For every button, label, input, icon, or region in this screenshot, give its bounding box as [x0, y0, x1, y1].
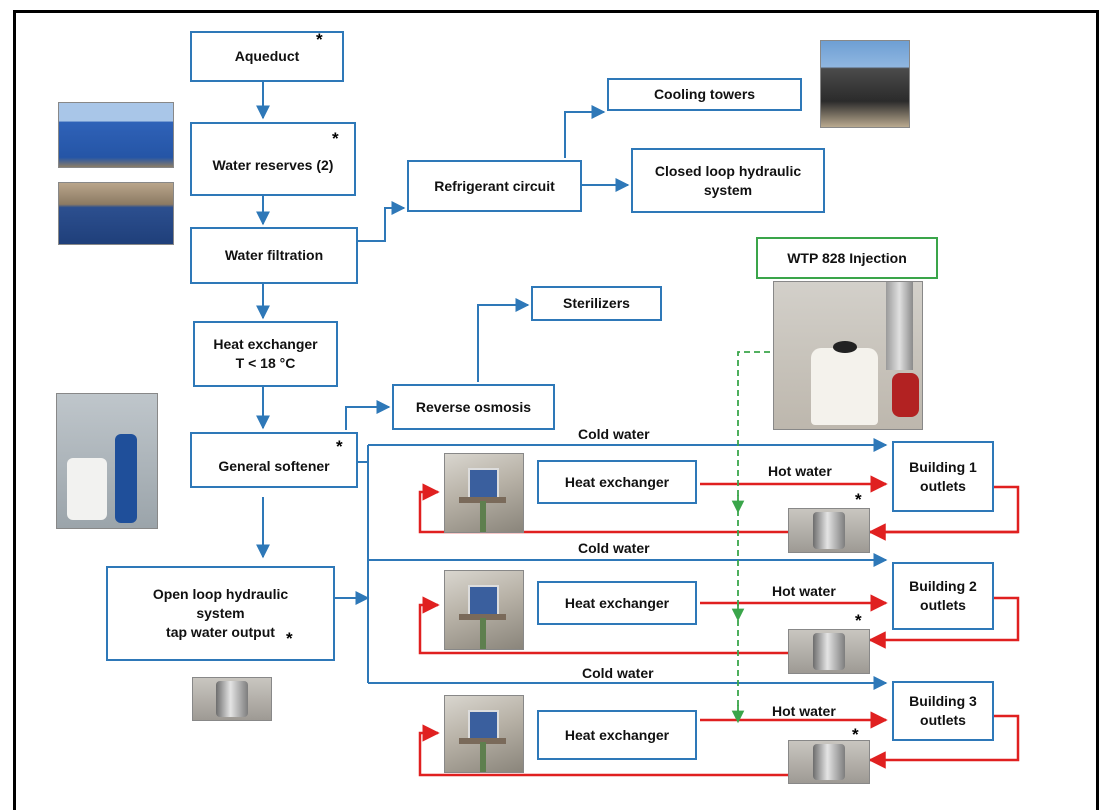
- heat-exchanger-1-label: Heat exchanger: [564, 473, 670, 490]
- return-loop-2: [868, 596, 1020, 649]
- heat-exchanger-3-box: Heat exchanger: [537, 710, 697, 760]
- heat-exchanger-1-box: Heat exchanger: [537, 460, 697, 504]
- building-2-tap-photo: [788, 629, 870, 674]
- injection-line: [737, 351, 770, 720]
- cooling-towers-box: Cooling towers: [607, 78, 802, 111]
- arrow-refrigerant-to-cooling-towers: [564, 105, 606, 158]
- heat-exchanger-2-photo: [444, 570, 524, 650]
- cold-water-label-1: Cold water: [578, 426, 650, 442]
- heat-exchanger-temperature-label: T < 18 °C: [235, 355, 296, 371]
- heat-exchanger-1-photo: [444, 453, 524, 533]
- softener-photo: [56, 393, 158, 529]
- building-1-box: Building 1 outlets: [892, 441, 994, 512]
- general-softener-box: General softener: [190, 432, 358, 488]
- refrigerant-circuit-box: Refrigerant circuit: [407, 160, 582, 212]
- building-3-box: Building 3 outlets: [892, 681, 994, 741]
- aqueduct-box: Aqueduct: [190, 31, 344, 82]
- asterisk-general-softener: *: [336, 437, 343, 456]
- asterisk-aqueduct: *: [316, 30, 323, 49]
- open-loop-label-1: Open loop hydraulic: [152, 586, 289, 603]
- return-loop-3: [868, 714, 1020, 769]
- closed-loop-box: Closed loop hydraulic system: [631, 148, 825, 213]
- reverse-osmosis-box: Reverse osmosis: [392, 384, 555, 430]
- cooling-tower-photo: [820, 40, 910, 128]
- wtp-injection-photo: [773, 281, 923, 430]
- closed-loop-label-2: system: [703, 181, 753, 198]
- arrow-reverse-osmosis-to-sterilizers: [477, 298, 530, 382]
- hot-water-label-3: Hot water: [772, 703, 836, 719]
- building-1-outlets-label: outlets: [920, 477, 966, 494]
- building-1-tap-photo: [788, 508, 870, 553]
- open-loop-tap-photo: [192, 677, 272, 721]
- wtp-injection-label: WTP 828 Injection: [787, 249, 907, 266]
- arrow-filtration-to-refrigerant: [358, 201, 406, 242]
- return-loop-2b: [418, 596, 788, 655]
- cooling-towers-label: Cooling towers: [653, 86, 756, 103]
- open-loop-label-2: system: [196, 605, 245, 622]
- heat-exchanger-main-label: Heat exchanger: [213, 336, 318, 353]
- hot-water-label-1: Hot water: [768, 463, 832, 479]
- water-reserves-box: Water reserves (2): [190, 122, 356, 196]
- heat-exchanger-3-photo: [444, 695, 524, 773]
- building-2-label: Building 2: [909, 578, 977, 595]
- asterisk-tap-3: *: [852, 725, 859, 744]
- asterisk-tap-2: *: [855, 611, 862, 630]
- heat-exchanger-2-box: Heat exchanger: [537, 581, 697, 625]
- general-softener-label: General softener: [218, 457, 330, 474]
- heat-exchanger-3-label: Heat exchanger: [564, 726, 670, 743]
- diagram-frame: [13, 10, 1099, 810]
- asterisk-water-reserves: *: [332, 129, 339, 148]
- cold-water-label-3: Cold water: [582, 665, 654, 681]
- refrigerant-circuit-label: Refrigerant circuit: [434, 177, 555, 194]
- water-filtration-label: Water filtration: [224, 247, 324, 264]
- cold-water-label-2: Cold water: [578, 540, 650, 556]
- building-3-tap-photo: [788, 740, 870, 784]
- asterisk-open-loop: *: [286, 629, 293, 648]
- hot-water-label-2: Hot water: [772, 583, 836, 599]
- reverse-osmosis-label: Reverse osmosis: [415, 398, 532, 415]
- water-reserve-tank-photo-2: [58, 182, 174, 245]
- building-3-outlets-label: outlets: [920, 712, 966, 728]
- sterilizers-box: Sterilizers: [531, 286, 662, 321]
- return-loop-3b: [418, 724, 788, 777]
- aqueduct-label: Aqueduct: [234, 48, 300, 65]
- open-loop-label-3: tap water output: [166, 623, 275, 640]
- asterisk-tap-1: *: [855, 490, 862, 509]
- water-filtration-box: Water filtration: [190, 227, 358, 284]
- arrow-softener-to-reverse-osmosis: [345, 400, 391, 430]
- water-reserves-label: Water reserves (2): [212, 156, 334, 173]
- closed-loop-label-1: Closed loop hydraulic: [654, 162, 802, 179]
- building-2-box: Building 2 outlets: [892, 562, 994, 630]
- heat-exchanger-2-label: Heat exchanger: [564, 594, 670, 611]
- return-loop-1b: [418, 483, 788, 534]
- sterilizers-label: Sterilizers: [563, 295, 630, 312]
- building-3-label: Building 3: [909, 693, 977, 710]
- building-2-outlets-label: outlets: [920, 597, 966, 613]
- heat-exchanger-main-box: Heat exchanger T < 18 °C: [193, 321, 338, 387]
- building-1-label: Building 1: [909, 458, 977, 475]
- water-reserve-tank-photo-1: [58, 102, 174, 168]
- wtp-injection-box: WTP 828 Injection: [756, 237, 938, 279]
- open-loop-box: Open loop hydraulic system tap water out…: [106, 566, 335, 661]
